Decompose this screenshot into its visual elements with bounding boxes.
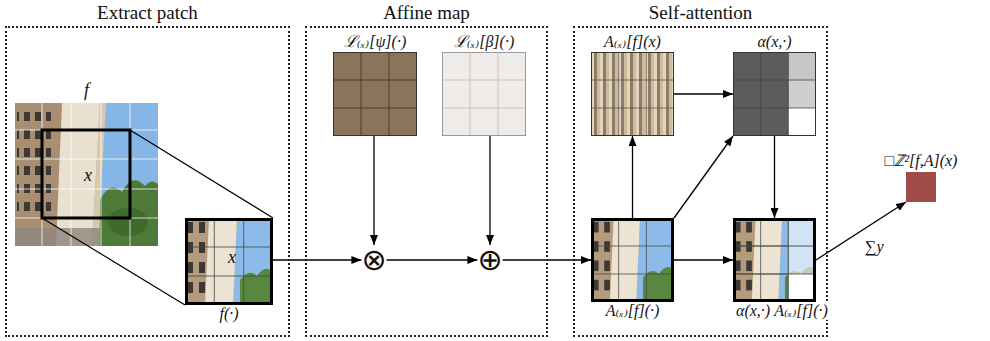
alpha-tile: α(x,·) — [733, 52, 816, 136]
edge-label: ∑y — [864, 238, 885, 256]
math-label: α(x,·) — [757, 33, 791, 51]
arrow — [674, 93, 733, 94]
zoom-lines — [42, 130, 273, 305]
weighted-tile — [733, 218, 816, 302]
math-label: □ℤ²[f,A](x) — [885, 152, 958, 170]
attention-tile: A₍ₓ₎[f](x) — [591, 52, 674, 136]
dotted-panel: Extract patchfxxf(·) — [5, 26, 290, 337]
arrow — [674, 136, 733, 218]
dotted-panel: Self-attentionA₍ₓ₎[f](x)α(x,·)A₍ₓ₎[f](·)… — [573, 26, 828, 337]
multiply-node: ⊗ — [361, 245, 386, 275]
beta-tile: ℒ₍ₓ₎[β](·) — [442, 52, 526, 136]
arrow — [387, 259, 478, 260]
math-label: A₍ₓ₎[f](·) — [606, 302, 660, 320]
patch-box: xf(·) — [185, 218, 273, 305]
psi-tile — [333, 52, 417, 136]
math-label: ℒ₍ₓ₎[β](·) — [454, 33, 514, 51]
math-label: f(·) — [219, 305, 238, 323]
dotted-panel: Affine mapℒ₍ₓ₎[ψ](·)ℒ₍ₓ₎[β](·)⊗⊕ — [305, 26, 548, 337]
arrow — [632, 136, 633, 218]
attention-tile — [591, 52, 674, 136]
math-label: A₍ₓ₎[f](x) — [604, 33, 661, 51]
math-label: x — [228, 247, 236, 268]
arrow — [816, 202, 906, 260]
panel-heading: Affine map — [383, 2, 470, 24]
patch-window — [42, 130, 130, 218]
math-label: α(x,·) A₍ₓ₎[f](·) — [734, 302, 830, 320]
operator-symbol: ⊗ — [361, 245, 386, 275]
arrow — [489, 136, 490, 245]
psi-tile: ℒ₍ₓ₎[ψ](·) — [333, 52, 417, 136]
panel-heading: Extract patch — [97, 2, 198, 24]
beta-tile — [442, 52, 526, 136]
value-tile: A₍ₓ₎[f](·) — [591, 218, 674, 302]
math-label: ℒ₍ₓ₎[ψ](·) — [344, 33, 406, 51]
output-pixel: □ℤ²[f,A](x) — [906, 172, 936, 202]
math-label: x — [84, 165, 92, 186]
arrow — [273, 259, 361, 260]
arrow — [674, 259, 733, 260]
weighted-tile: α(x,·) A₍ₓ₎[f](·) — [733, 218, 816, 302]
photo-image: fx — [15, 103, 158, 246]
value-tile — [591, 218, 674, 302]
patch-image — [185, 218, 273, 305]
arrow — [373, 136, 374, 245]
arrow — [774, 136, 775, 218]
alpha-tile — [733, 52, 816, 136]
panel-heading: Self-attention — [649, 2, 752, 24]
photo — [15, 103, 158, 246]
add-node: ⊕ — [477, 245, 502, 275]
math-label: f — [84, 80, 89, 101]
operator-symbol: ⊕ — [477, 245, 502, 275]
